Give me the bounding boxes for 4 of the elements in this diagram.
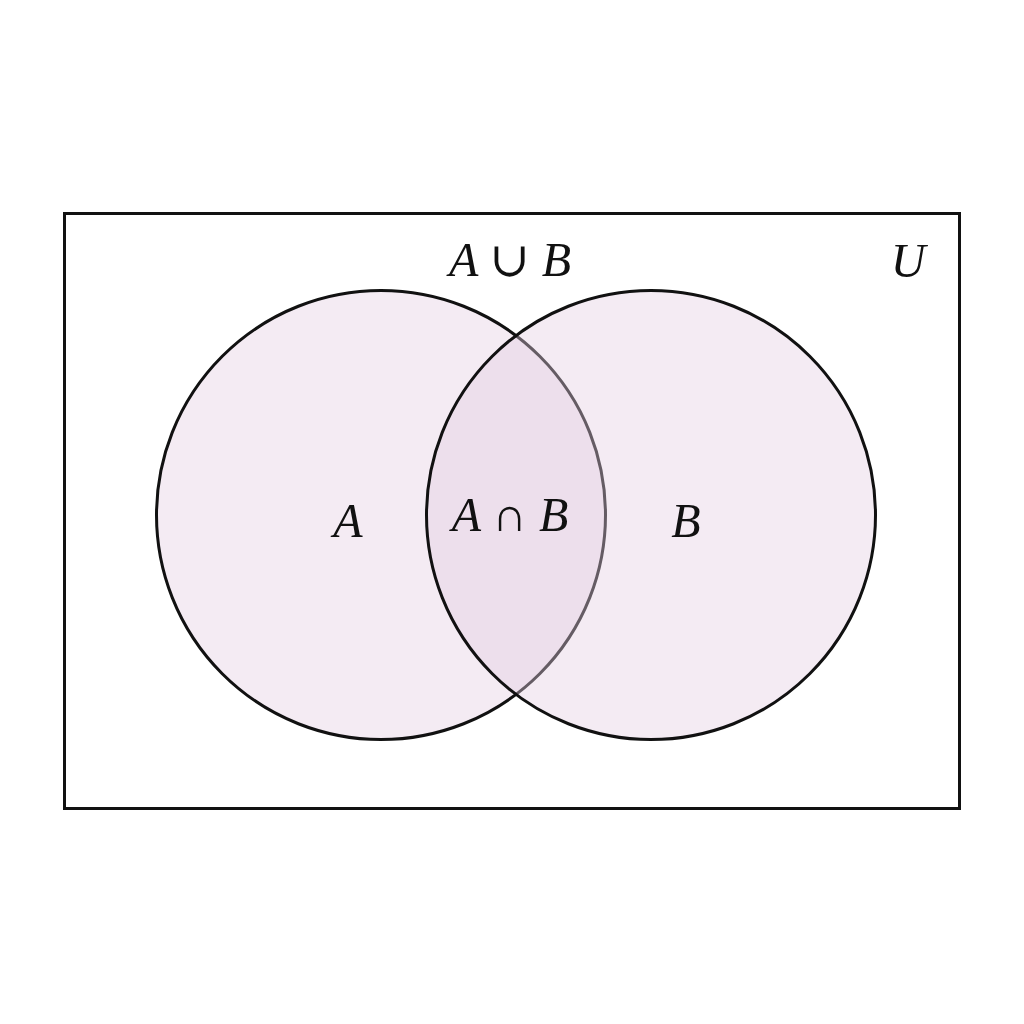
universe-rectangle [63,212,961,810]
set-label: B [671,497,701,545]
set-label: U [890,237,926,285]
intersection-label: A ∩ B [451,491,569,539]
